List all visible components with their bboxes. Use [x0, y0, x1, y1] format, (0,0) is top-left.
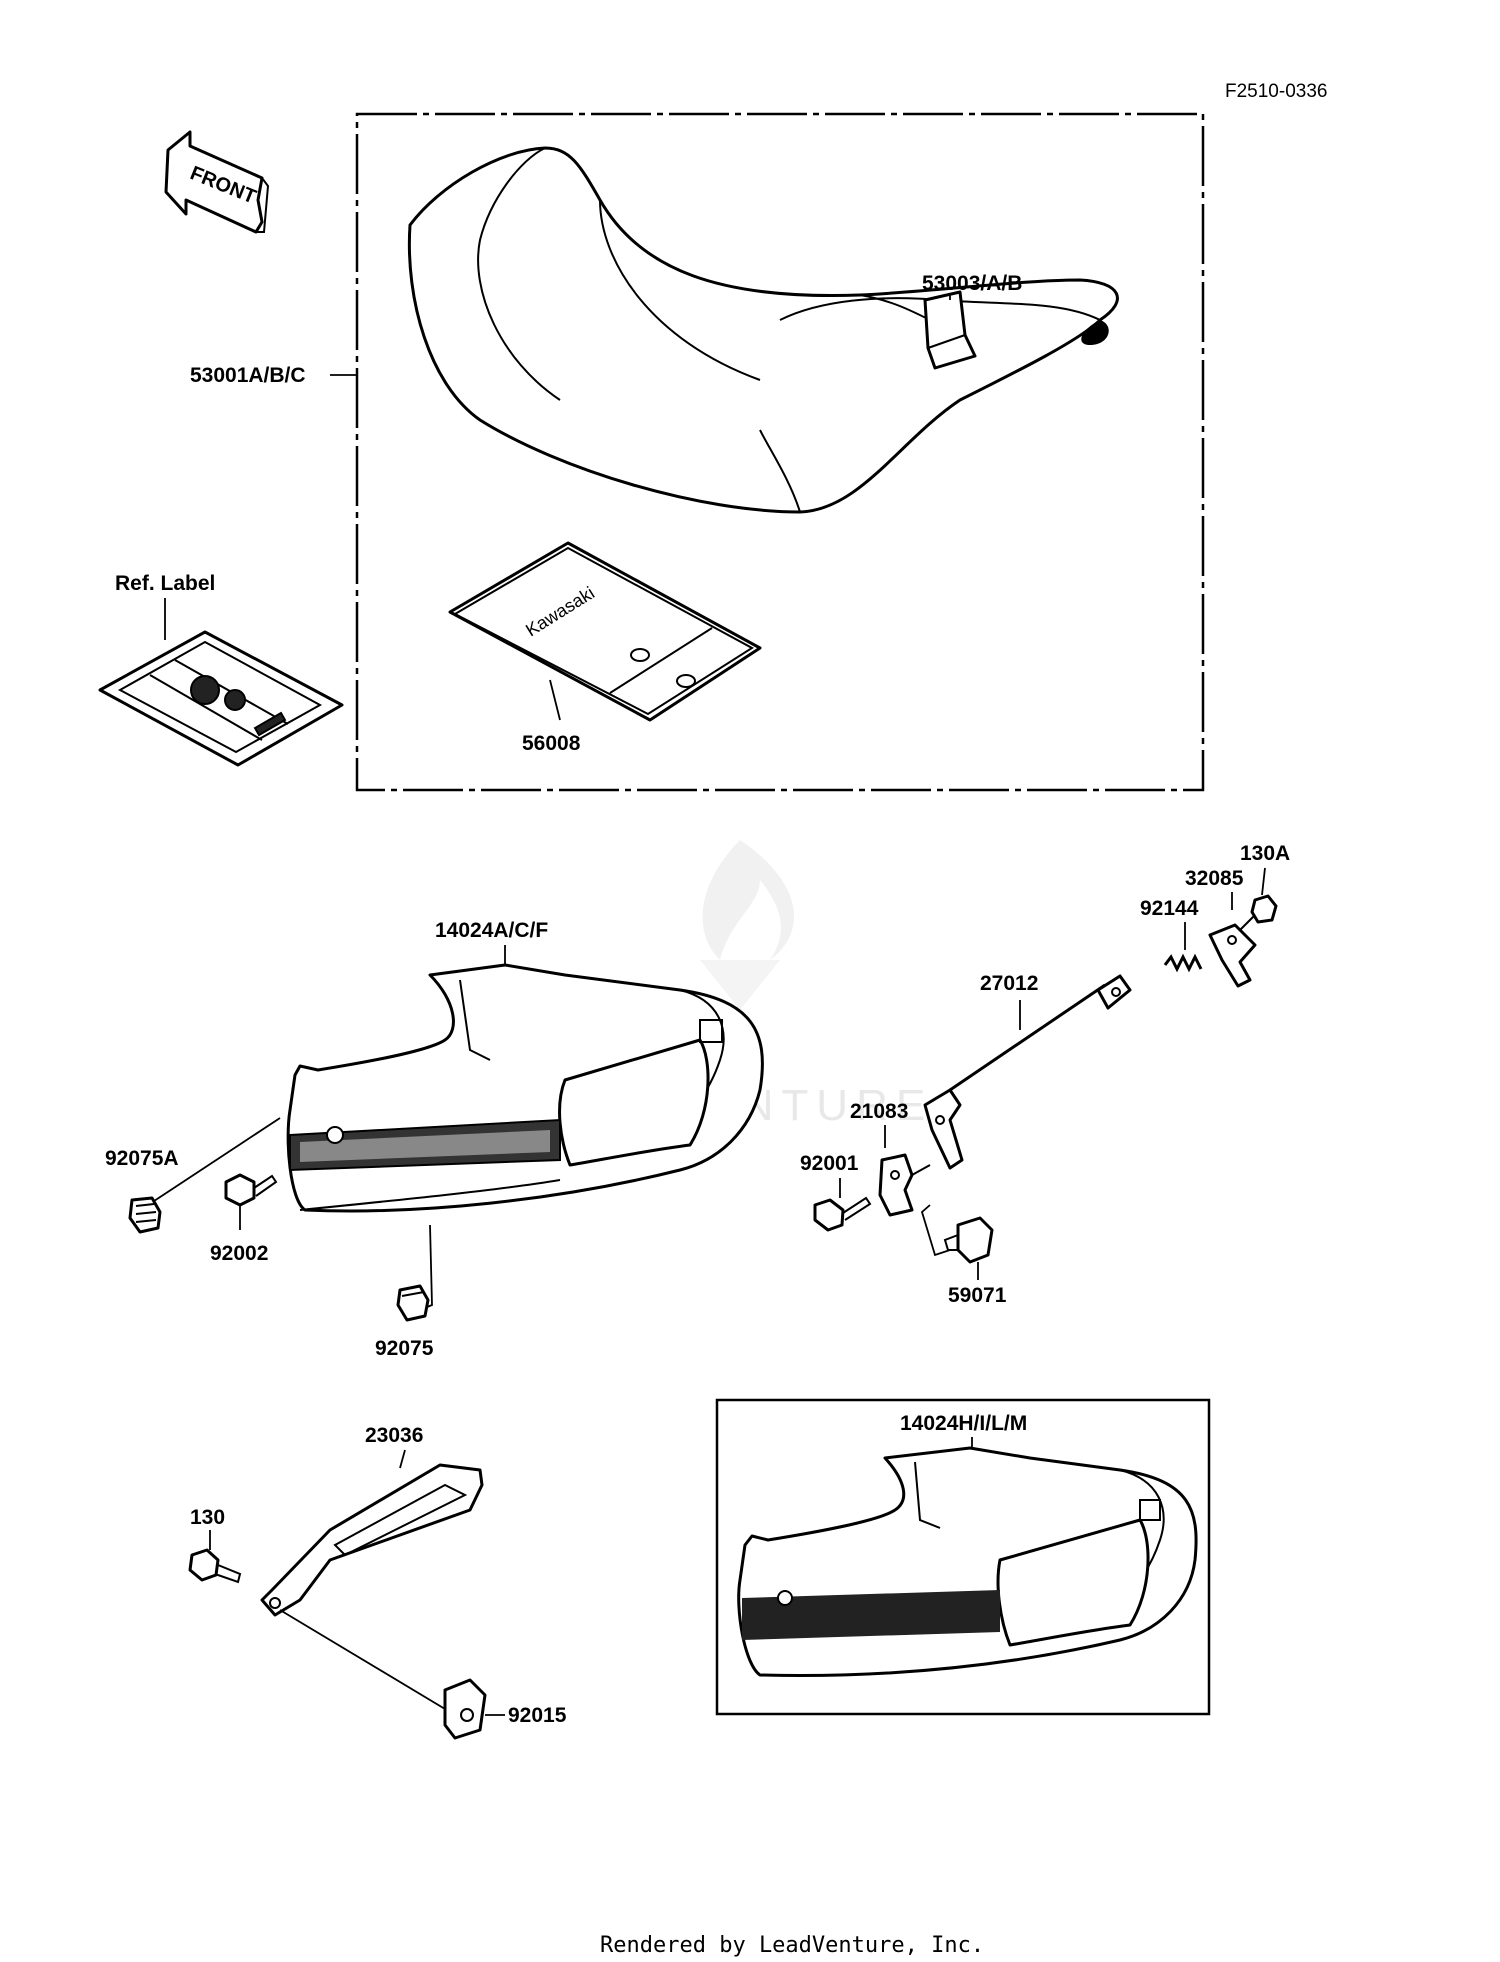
bracket-23036 [260, 1463, 484, 1617]
grommet-92075 [396, 1284, 430, 1322]
callout-lever: 21083 [850, 1100, 908, 1123]
watermark-logo [700, 840, 794, 1010]
callout-cable: 27012 [980, 972, 1038, 995]
nut-92015 [443, 1678, 487, 1740]
bolt-130a [1239, 894, 1278, 931]
lever-21083 [923, 1088, 964, 1170]
callout-nut-92015: 92015 [508, 1704, 567, 1727]
callout-grommet-92075: 92075 [375, 1337, 434, 1360]
latch-bracket [878, 1153, 931, 1217]
side-cover-h [737, 1446, 1198, 1678]
footer-credit: Rendered by LeadVenture, Inc. [600, 1933, 984, 1958]
spring-92144 [1163, 953, 1203, 973]
callout-bolt-130a: 130A [1240, 842, 1290, 865]
callout-spring: 92144 [1140, 897, 1199, 920]
cover-variant-box [715, 1398, 1211, 1716]
front-arrow-icon: FRONT [164, 130, 270, 234]
callout-cover-a: 14024A/C/F [435, 919, 548, 942]
seat-lock-cable [949, 974, 1132, 1092]
ref-label-title: Ref. Label [115, 572, 215, 595]
bracket-59071 [943, 1216, 994, 1264]
callout-bolt-92002: 92002 [210, 1242, 268, 1265]
callout-hook: 32085 [1185, 867, 1244, 890]
bolt-92002 [224, 1173, 278, 1207]
side-cover-a [286, 963, 764, 1213]
callout-toolkit-bag: 56008 [522, 732, 581, 755]
callout-seat-strap: 53003/A/B [922, 272, 1022, 295]
callout-cover-h: 14024H/I/L/M [900, 1412, 1027, 1435]
seat-strap [923, 290, 977, 370]
seat-assembly-box [355, 112, 1205, 792]
ref-label-sticker [98, 630, 344, 767]
bolt-130 [188, 1548, 242, 1584]
callout-bracket-59071: 59071 [948, 1284, 1007, 1307]
seat [407, 146, 1119, 514]
callout-bolt-92001: 92001 [800, 1152, 859, 1175]
bolt-92001 [813, 1196, 872, 1232]
callout-seat: 53001A/B/C [190, 364, 306, 387]
nut-92075a [128, 1196, 162, 1234]
callout-nut-92075a: 92075A [105, 1147, 179, 1170]
callout-bracket-23036: 23036 [365, 1424, 423, 1447]
callout-bolt-130: 130 [190, 1506, 225, 1529]
diagram-id: F2510-0336 [1225, 81, 1327, 102]
hook-32085 [1208, 923, 1257, 988]
toolkit-bag: Kawasaki [448, 541, 762, 722]
